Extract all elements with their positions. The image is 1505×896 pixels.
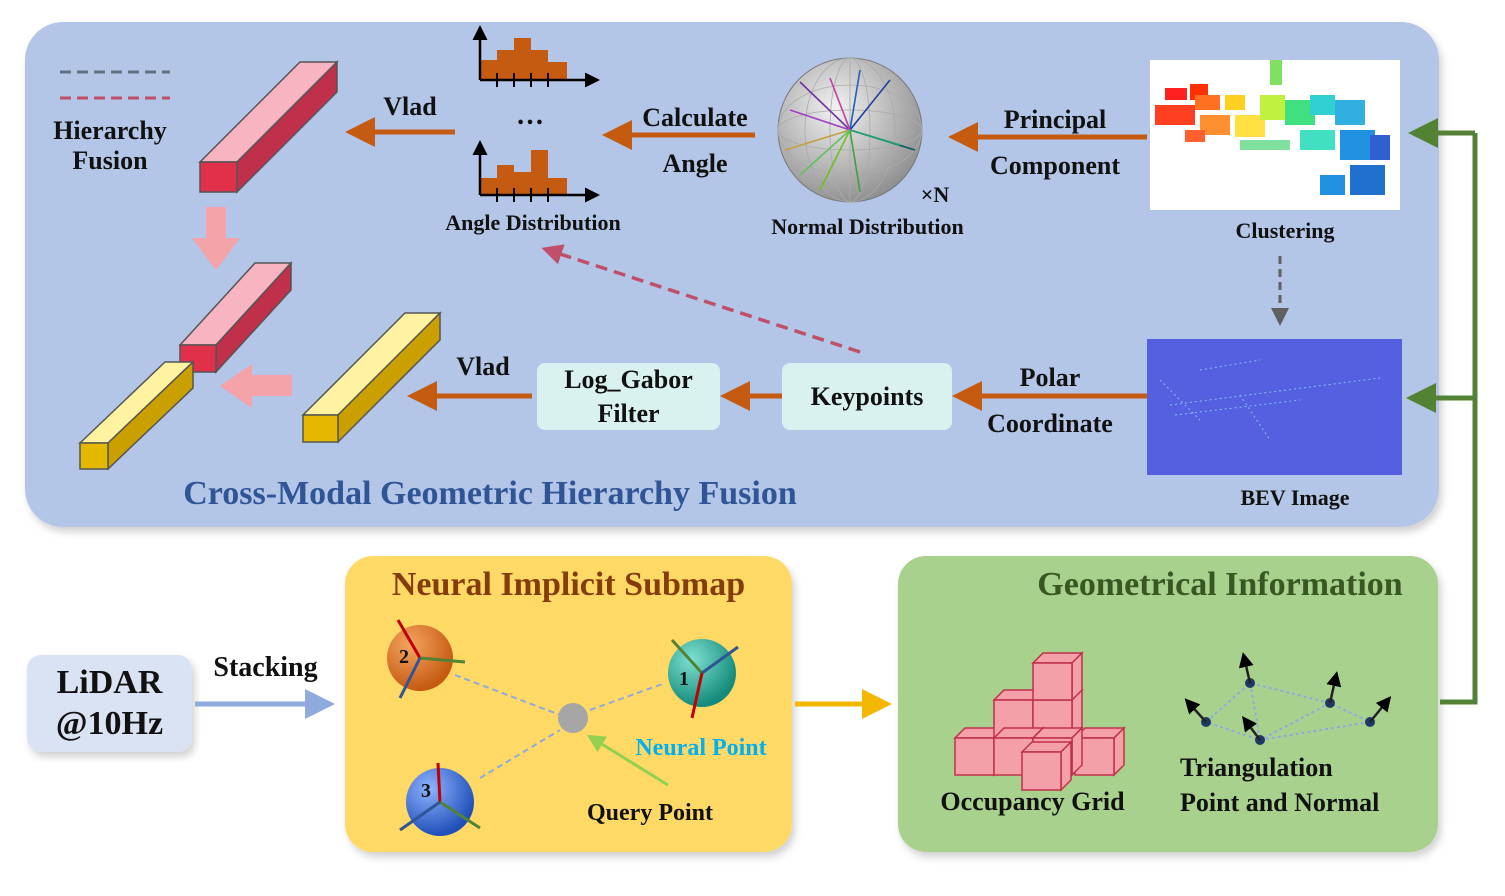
lidar-label: LiDAR @10Hz bbox=[55, 663, 164, 742]
principal-component-label: Principal Component bbox=[989, 105, 1120, 180]
top-panel-title: Cross-Modal Geometric Hierarchy Fusion bbox=[183, 475, 797, 512]
bev-image bbox=[1147, 339, 1402, 475]
hierarchy-fusion-label: Hierarchy Fusion bbox=[53, 116, 167, 175]
green-connector-line bbox=[1440, 133, 1478, 705]
red-descriptor-bar-top bbox=[198, 60, 339, 194]
normal-distribution-label: Normal Distribution bbox=[771, 214, 964, 239]
stacking-label: Stacking bbox=[213, 652, 318, 683]
neural-point-1-number: 1 bbox=[679, 668, 689, 690]
keypoints-box bbox=[782, 363, 952, 430]
arrow-query-label bbox=[586, 734, 669, 787]
vlad-bottom-label: Vlad bbox=[456, 352, 510, 381]
yellow-descriptor-bar-fused bbox=[78, 360, 195, 471]
histogram-bottom bbox=[472, 140, 600, 203]
occupancy-grid-label: Occupancy Grid bbox=[940, 787, 1125, 816]
triangulation-label: Triangulation Point and Normal bbox=[1180, 753, 1380, 818]
times-n-label: ×N bbox=[920, 182, 950, 207]
triangulation-mesh bbox=[1184, 652, 1392, 745]
log-gabor-box bbox=[537, 363, 720, 430]
neural-point-label: Neural Point bbox=[635, 735, 767, 761]
calculate-angle-label: Calculate Angle bbox=[642, 103, 748, 178]
polar-coordinate-label: Polar Coordinate bbox=[987, 363, 1113, 438]
clustering-label: Clustering bbox=[1235, 218, 1335, 243]
neural-point-1 bbox=[668, 638, 739, 719]
neural-point-3-number: 3 bbox=[421, 780, 431, 802]
bev-image-label: BEV Image bbox=[1240, 485, 1350, 510]
neural-point-2 bbox=[387, 619, 466, 699]
neural-point-2-number: 2 bbox=[399, 646, 409, 668]
pink-down-arrow bbox=[192, 207, 240, 270]
vlad-top-label: Vlad bbox=[383, 92, 437, 121]
histogram-top bbox=[472, 25, 600, 88]
neural-point-3 bbox=[399, 762, 481, 836]
query-point-label: Query Point bbox=[587, 800, 713, 826]
neural-connections bbox=[454, 674, 666, 779]
arrow-keypoints-to-angle bbox=[541, 244, 861, 354]
neural-panel-title: Neural Implicit Submap bbox=[391, 566, 746, 603]
occupancy-grid-cubes bbox=[953, 651, 1126, 792]
geo-panel-title: Geometrical Information bbox=[1037, 566, 1403, 603]
query-point-dot bbox=[558, 703, 588, 733]
clustering-image bbox=[1150, 60, 1400, 210]
angle-distribution-label: Angle Distribution bbox=[445, 210, 621, 235]
lidar-box bbox=[27, 655, 192, 752]
pink-left-arrow bbox=[220, 364, 292, 408]
yellow-descriptor-bar bbox=[301, 311, 442, 444]
ellipsis-label: … bbox=[516, 100, 544, 131]
normal-distribution-sphere bbox=[777, 57, 923, 203]
log-gabor-text: Log_Gabor Filter bbox=[564, 364, 693, 428]
keypoints-text: Keypoints bbox=[810, 381, 924, 411]
